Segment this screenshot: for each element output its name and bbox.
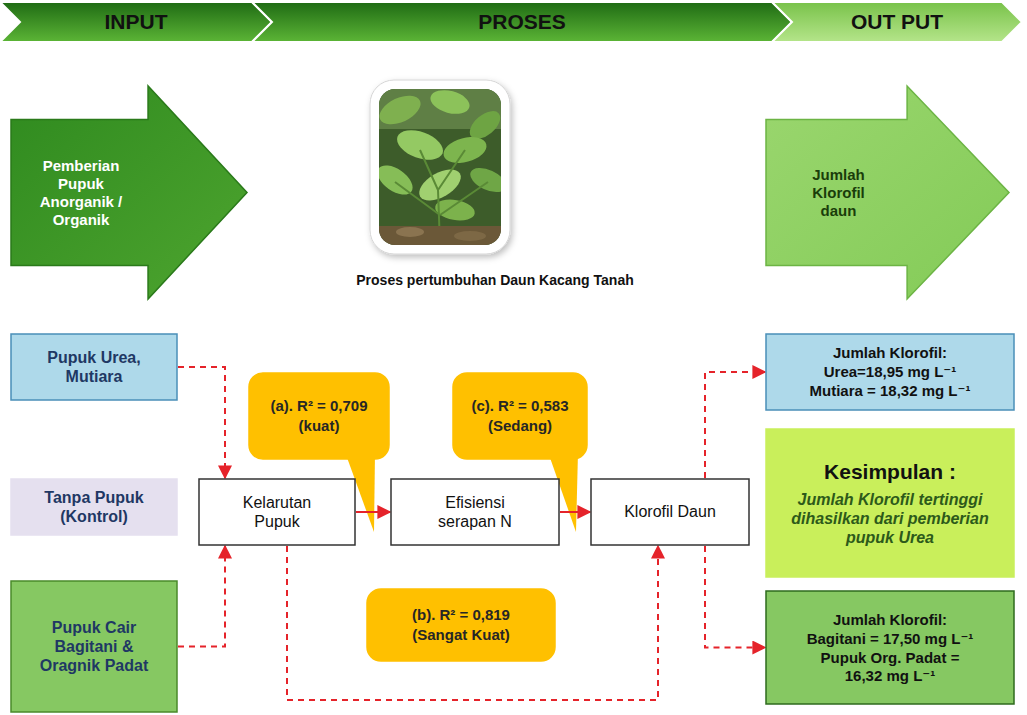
box-shape [367, 589, 555, 661]
chevron-shape [0, 2, 272, 42]
node-text: Klorofil Daun [624, 502, 716, 521]
node-text: Jumlah Klorofil tertinggi dihasilkan dar… [790, 490, 990, 548]
arrow-shape [11, 86, 247, 299]
process-box: Efisiensi serapan N [390, 478, 560, 546]
box-shape [766, 591, 1014, 704]
node-text: Pupuk Urea, Mutiara [34, 348, 154, 386]
node-text: Jumlah Klorofil: [833, 611, 947, 629]
node-text: Jumlah Klorofil daun [797, 166, 881, 220]
node-shape [765, 85, 1010, 300]
node-text: Pupuk Cair Bagitani & Oragnik Padat [39, 618, 149, 676]
box-shape [591, 479, 749, 545]
node-text: Tanpa Pupuk (Kontrol) [29, 488, 159, 526]
box-shape [11, 334, 177, 400]
node-text: Pupuk Org. Padat = 16,32 mg L⁻¹ [805, 649, 975, 685]
node-text: (b). R² = 0,819 [412, 606, 510, 624]
callout-box: (b). R² = 0,819 (Sangat Kuat) [366, 588, 556, 662]
connector [356, 511, 390, 513]
arrow-shape [766, 86, 1009, 299]
node-text: (kuat) [299, 417, 340, 435]
box-shape [249, 373, 389, 459]
node-text: OUT PUT [851, 9, 943, 34]
stage-banner: OUT PUT [772, 2, 1022, 42]
node-shape [765, 590, 1015, 705]
node-text: Pemberian Pupuk Anorganik / Organik [25, 157, 137, 229]
connector [178, 367, 225, 478]
control-box: Tanpa Pupuk (Kontrol) [10, 478, 178, 536]
process-box: Klorofil Daun [590, 478, 750, 546]
callout-box: (c). R² = 0,583 (Sedang) [452, 372, 588, 460]
node-shape [452, 372, 588, 460]
box-shape [391, 479, 559, 545]
chevron-shape [252, 2, 792, 42]
input-arrow: Pemberian Pupuk Anorganik / Organik [10, 85, 248, 300]
box-shape [453, 373, 587, 459]
stage-banner: INPUT [0, 2, 272, 42]
node-shape [10, 478, 178, 536]
result-box: Jumlah Klorofil:Urea=18,95 mg L⁻¹Mutiara… [765, 333, 1015, 411]
input-box: Pupuk Cair Bagitani & Oragnik Padat [10, 580, 178, 713]
result-box: Jumlah Klorofil:Bagitani = 17,50 mg L⁻¹P… [765, 590, 1015, 705]
node-text: (Sangat Kuat) [412, 626, 510, 644]
connector [705, 546, 765, 648]
node-shape [248, 372, 390, 460]
node-shape [198, 478, 356, 546]
node-shape [10, 333, 178, 401]
node-text: Urea=18,95 mg L⁻¹ [824, 363, 957, 381]
node-text: Efisiensi serapan N [425, 493, 525, 531]
photo-caption: Proses pertumbuhan Daun Kacang Tanah [322, 272, 668, 290]
connector [560, 511, 590, 513]
stage-banner: PROSES [252, 2, 792, 42]
node-shape [366, 588, 556, 662]
connector [178, 546, 225, 647]
box-shape [766, 429, 1014, 577]
node-text: PROSES [478, 9, 566, 34]
node-text: (c). R² = 0,583 [471, 397, 568, 415]
chevron-shape [772, 2, 1022, 42]
node-text: Bagitani = 17,50 mg L⁻¹ [807, 630, 974, 648]
box-shape [199, 479, 355, 545]
input-box: Pupuk Urea, Mutiara [10, 333, 178, 401]
node-text: Kesimpulan : [824, 459, 956, 484]
callout-box: (a). R² = 0,709 (kuat) [248, 372, 390, 460]
box-shape [11, 479, 177, 535]
node-text: Mutiara = 18,32 mg L⁻¹ [810, 382, 971, 400]
node-text: Jumlah Klorofil: [833, 344, 947, 362]
node-text: Kelarutan Pupuk [227, 493, 327, 531]
node-text: (a). R² = 0,709 [270, 397, 367, 415]
node-text: (Sedang) [488, 417, 552, 435]
node-text: INPUT [105, 9, 168, 34]
plant-photo [370, 80, 510, 254]
box-shape [11, 581, 177, 712]
box-shape [766, 334, 1014, 410]
process-box: Kelarutan Pupuk [198, 478, 356, 546]
output-arrow: Jumlah Klorofil daun [765, 85, 1010, 300]
node-shape [390, 478, 560, 546]
connector [287, 546, 658, 700]
conclusion-box: Kesimpulan : Jumlah Klorofil tertinggi di… [765, 428, 1015, 578]
connector [705, 372, 765, 478]
